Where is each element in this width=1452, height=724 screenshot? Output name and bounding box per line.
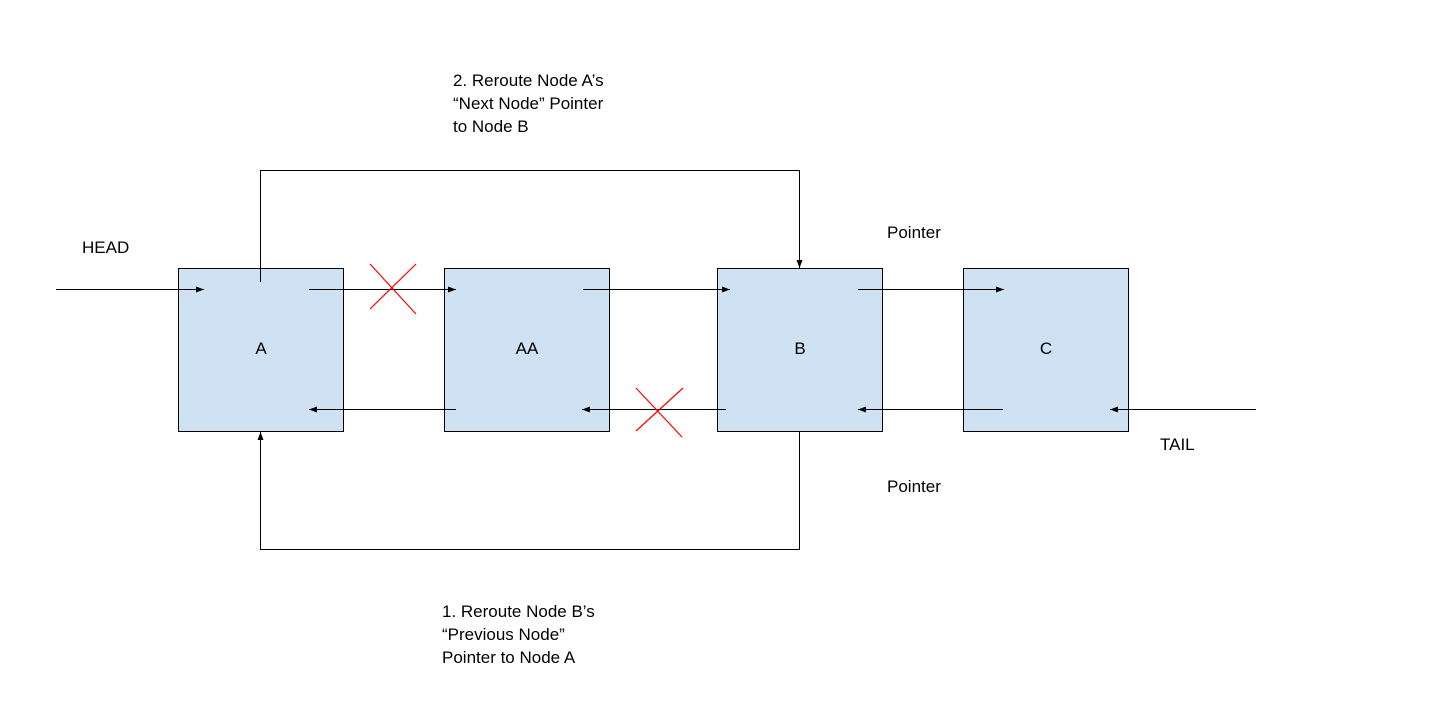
node-c-label: C <box>1040 339 1052 358</box>
pointer-label-bottom: Pointer <box>887 477 941 496</box>
node-b-label: B <box>794 339 805 358</box>
node-aa: AA <box>444 268 610 432</box>
node-b-box <box>717 268 883 432</box>
node-c-box <box>963 268 1129 432</box>
pointer-label-top: Pointer <box>887 223 941 242</box>
node-aa-label: AA <box>516 339 539 358</box>
node-a-box <box>178 268 344 432</box>
reroute-b-prev-to-a-connector <box>257 432 800 550</box>
node-aa-box <box>444 268 610 432</box>
step-2-line-1: 2. Reroute Node A’s <box>453 71 604 90</box>
step-2-line-3: to Node B <box>453 117 529 136</box>
removed-link-cross-bottom <box>635 387 684 438</box>
node-a-label: A <box>255 339 267 358</box>
step-2-annotation: 2. Reroute Node A’s “Next Node” Pointer … <box>453 71 604 136</box>
node-b: B <box>717 268 883 432</box>
step-1-line-3: Pointer to Node A <box>442 648 576 667</box>
tail-label: TAIL <box>1160 435 1195 454</box>
step-1-line-2: “Previous Node” <box>442 625 565 644</box>
node-c: C <box>963 268 1129 432</box>
removed-link-cross-top <box>369 263 417 315</box>
reroute-a-next-to-b-connector <box>260 170 803 282</box>
node-a: A <box>178 268 344 432</box>
step-1-line-1: 1. Reroute Node B’s <box>442 602 595 621</box>
step-1-annotation: 1. Reroute Node B’s “Previous Node” Poin… <box>442 602 595 667</box>
head-label: HEAD <box>82 238 129 257</box>
step-2-line-2: “Next Node” Pointer <box>453 94 604 113</box>
